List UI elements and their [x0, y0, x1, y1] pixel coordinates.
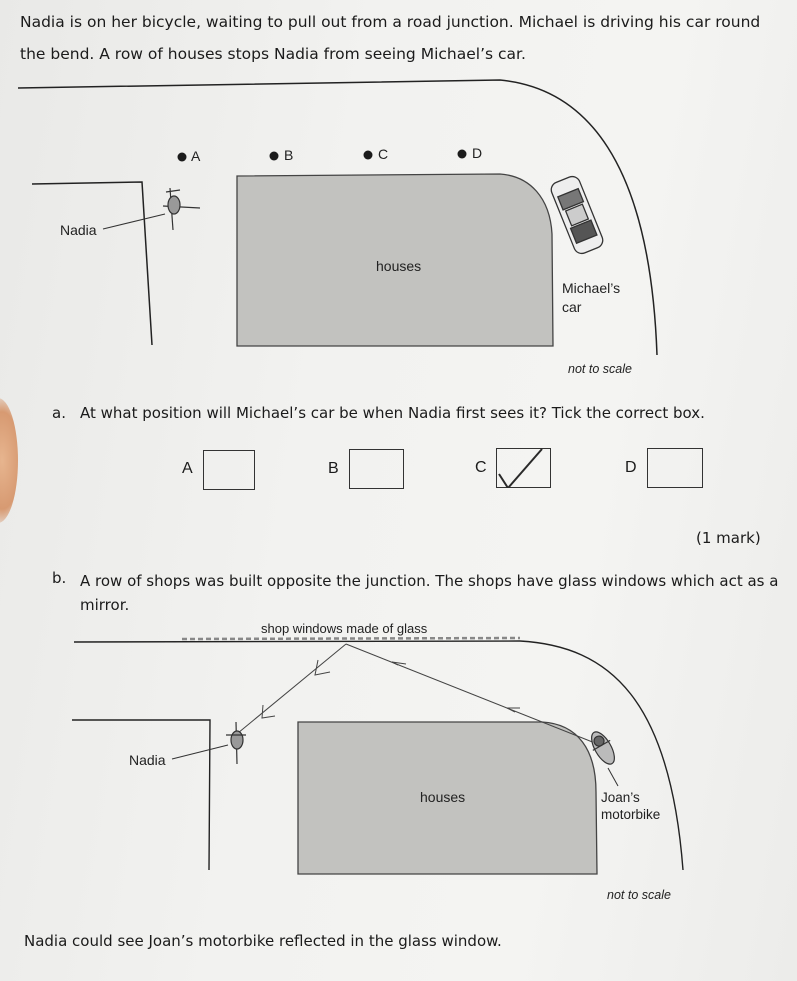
position-dots — [177, 149, 467, 162]
houses-block-2 — [297, 721, 598, 875]
nadia-label-1: Nadia — [60, 222, 97, 238]
road-outer-edge-1 — [17, 79, 658, 356]
tick-box-d[interactable] — [647, 448, 703, 488]
shop-windows-label: shop windows made of glass — [261, 621, 428, 636]
option-label-d: D — [625, 459, 637, 476]
tick-box-c[interactable] — [496, 448, 551, 488]
scale-note-1: not to scale — [568, 362, 632, 376]
tick-box-b[interactable] — [349, 449, 404, 489]
glass-window-line — [181, 636, 521, 641]
shop-front-line — [73, 640, 521, 643]
houses-block-1 — [236, 173, 554, 347]
question-b-text: A row of shops was built opposite the ju… — [80, 569, 778, 617]
finger-shadow — [0, 398, 18, 523]
option-label-c: C — [475, 459, 487, 476]
motorbike-icon — [591, 731, 615, 765]
diagram-1-lines — [17, 79, 658, 356]
diagram-2-lines — [72, 636, 684, 871]
motorbike-label: Joan’s motorbike — [601, 789, 660, 823]
position-dot-c — [363, 150, 373, 160]
junction-edge-1 — [31, 181, 153, 346]
motorbike-label-line-2: motorbike — [601, 807, 661, 822]
question-a-text: At what position will Michael’s car be w… — [80, 404, 705, 422]
car-icon — [550, 175, 604, 255]
bicycle-icon-2 — [226, 721, 246, 765]
position-label-d: D — [472, 145, 483, 161]
intro-line-2: the bend. A row of houses stops Nadia fr… — [20, 45, 526, 63]
car-label: Michael’s car — [562, 279, 620, 317]
closing-text: Nadia could see Joan’s motorbike reflect… — [24, 932, 502, 950]
question-b-line-2: mirror. — [80, 596, 130, 614]
marks-label: (1 mark) — [696, 529, 761, 547]
houses-label-2: houses — [420, 789, 466, 805]
intro-text: Nadia is on her bicycle, waiting to pull… — [20, 6, 790, 70]
light-ray — [237, 643, 601, 746]
option-label-b: B — [328, 460, 339, 477]
tick-box-a[interactable] — [203, 450, 255, 490]
bicycle-icon — [162, 187, 201, 231]
nadia-pointer-2 — [171, 744, 229, 760]
position-label-c: C — [378, 146, 389, 162]
question-b-number: b. — [52, 569, 67, 587]
position-label-a: A — [191, 148, 201, 164]
houses-label-1: houses — [376, 258, 422, 274]
car-label-line-2: car — [562, 299, 582, 315]
intro-line-1: Nadia is on her bicycle, waiting to pull… — [20, 13, 761, 31]
question-b-line-1: A row of shops was built opposite the ju… — [80, 572, 779, 590]
motorbike-pointer — [607, 767, 619, 787]
car-label-line-1: Michael’s — [562, 280, 621, 296]
position-dot-d — [457, 149, 467, 159]
road-outer-edge-2 — [519, 640, 684, 871]
position-label-b: B — [284, 147, 294, 163]
position-dot-b — [269, 151, 279, 161]
junction-edge-2 — [72, 719, 211, 871]
question-a-number: a. — [52, 404, 66, 422]
scale-note-2: not to scale — [607, 888, 671, 902]
position-dot-a — [177, 152, 187, 162]
tick-mark-icon — [498, 448, 543, 488]
motorbike-label-line-1: Joan’s — [601, 790, 640, 805]
option-label-a: A — [182, 460, 193, 477]
nadia-label-2: Nadia — [129, 752, 166, 768]
nadia-pointer-1 — [102, 213, 166, 230]
